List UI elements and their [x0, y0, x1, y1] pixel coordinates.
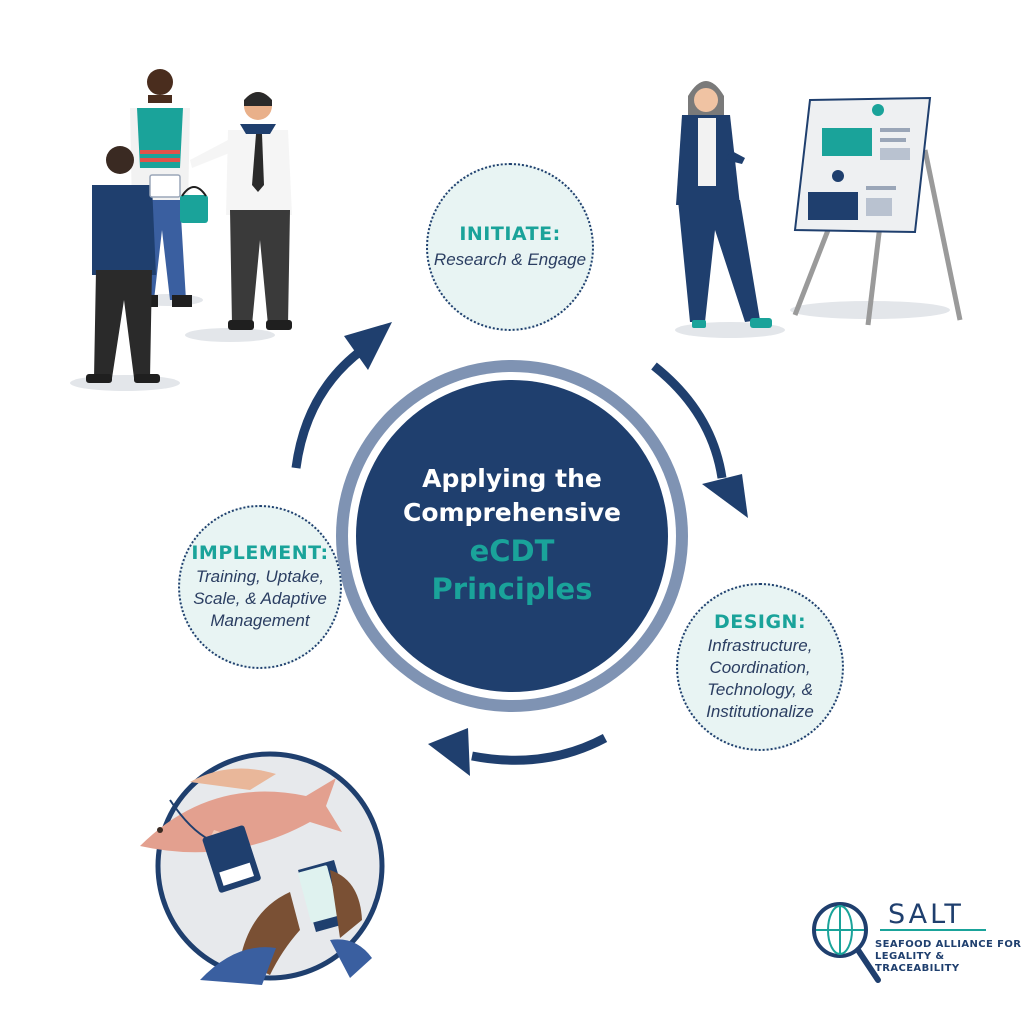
implement-title: IMPLEMENT: [191, 542, 329, 564]
center-circle [336, 360, 688, 712]
center-line-4: Principles [431, 572, 593, 606]
implement-desc-line: Training, Uptake, [195, 567, 325, 586]
logo-name: SALT [888, 899, 964, 930]
center-line-1: Applying the [422, 464, 602, 493]
design-desc-line: Technology, & [707, 680, 813, 699]
initiate-title: INITIATE: [459, 223, 561, 245]
stage-initiate: INITIATE: Research & Engage [426, 163, 594, 331]
implement-desc-line: Scale, & Adaptive [193, 589, 327, 608]
center-line-3: eCDT [469, 534, 555, 568]
logo-subtitle-line-2: LEGALITY & TRACEABILITY [875, 951, 960, 974]
design-desc-line: Coordination, [709, 658, 811, 677]
people-meeting-illustration [70, 69, 292, 391]
cycle-arrows [291, 322, 748, 776]
center-line-2: Comprehensive [402, 498, 621, 527]
implement-desc-line: Management [210, 611, 310, 630]
design-title: DESIGN: [713, 611, 807, 633]
presenter-whiteboard-illustration [675, 81, 963, 338]
initiate-desc-line: Research & Engage [433, 250, 587, 269]
logo-subtitle: SEAFOOD ALLIANCE FOR LEGALITY & TRACEABI… [875, 939, 1024, 975]
stage-implement: IMPLEMENT: Training, Uptake, Scale, & Ad… [178, 505, 342, 669]
salt-globe-magnifier-logo [812, 902, 986, 983]
center-title: Applying the Comprehensive eCDT Principl… [380, 462, 644, 608]
fish-tag-phone-illustration [140, 751, 385, 985]
logo-subtitle-line-1: SEAFOOD ALLIANCE FOR [875, 939, 1022, 950]
stage-design: DESIGN: Infrastructure, Coordination, Te… [676, 583, 844, 751]
design-desc-line: Institutionalize [706, 702, 814, 721]
design-desc-line: Infrastructure, [707, 636, 813, 655]
